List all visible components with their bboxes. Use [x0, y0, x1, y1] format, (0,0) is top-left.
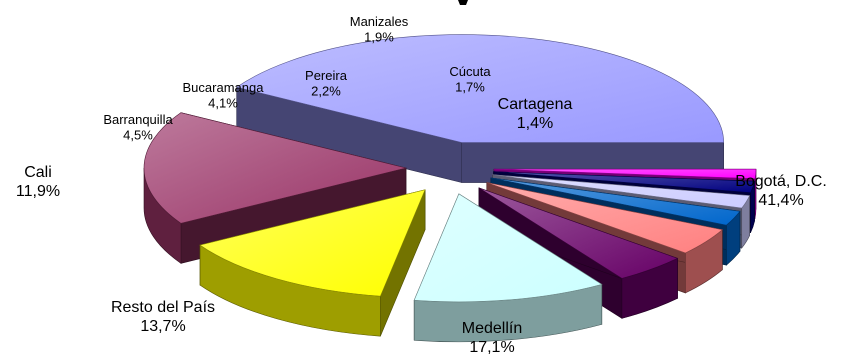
pie-slice-top [199, 189, 426, 297]
slice-value-label: 1,9% [364, 30, 394, 45]
slice-category-label: Barranquilla [103, 112, 173, 127]
slice-value-label: 13,7% [140, 318, 185, 335]
slice-category-label: Resto del País [111, 299, 215, 316]
pie-slice-top [493, 171, 755, 193]
pie-slice-top [413, 193, 603, 303]
slice-category-label: Manizales [350, 14, 409, 29]
pie-slice-top [235, 34, 724, 143]
slice-category-label: Pereira [305, 68, 348, 83]
pie-slice-top [493, 168, 757, 179]
slice-value-label: 4,5% [123, 128, 153, 143]
slice-value-label: 1,7% [455, 80, 485, 95]
title-fragment [458, 0, 468, 5]
pie-slice-top [478, 187, 679, 279]
slice-value-label: 11,9% [16, 183, 60, 200]
slice-category-label: Medellín [462, 320, 522, 337]
pie-slice-top [143, 112, 407, 224]
slice-value-label: 1,4% [517, 115, 553, 132]
pie-slice-top [492, 174, 751, 209]
slice-category-label: Bogotá, D.C. [735, 173, 827, 190]
slice-value-label: 41,4% [758, 192, 803, 209]
pie-slice [199, 189, 426, 337]
slice-value-label: 4,1% [208, 96, 238, 111]
slice-category-label: Bucaramanga [183, 80, 265, 95]
pie-slice-top [486, 182, 724, 254]
slice-value-label: 17,1% [469, 339, 514, 356]
slice-category-label: Cali [24, 164, 52, 181]
pie-slice-top [490, 177, 741, 226]
slice-value-label: 2,2% [311, 84, 341, 99]
pie-labels: Bogotá, D.C. 41,4% Medellín 17,1% Resto del … [16, 14, 827, 356]
pie-slice [413, 193, 603, 343]
slice-category-label: Cúcuta [449, 64, 491, 79]
pie-slices [143, 34, 757, 343]
slice-category-label: Cartagena [498, 96, 573, 113]
